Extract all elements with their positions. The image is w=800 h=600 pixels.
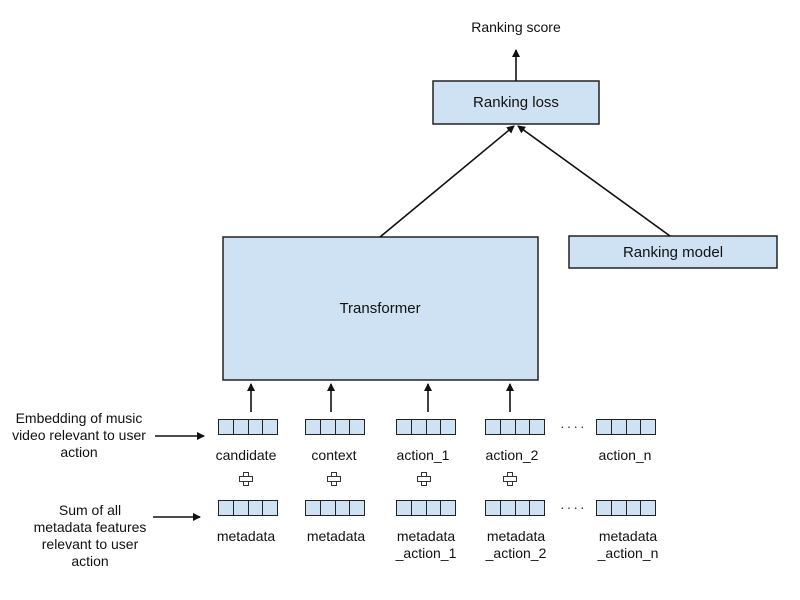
- embedding-label-action-n: action_n: [598, 447, 652, 463]
- embedding-ellipsis: ····: [560, 418, 587, 434]
- metadata-label-context: metadata: [306, 528, 366, 544]
- plus-icon-candidate: [239, 472, 253, 486]
- embedding-label-action-2: action_2: [485, 447, 539, 463]
- plus-icon-action-1: [417, 472, 431, 486]
- ranking-score-label: Ranking score: [471, 19, 561, 35]
- embedding-vector-context: [305, 419, 365, 435]
- ranking-loss-box: [432, 80, 600, 125]
- embedding-side-label: Embedding of music video relevant to use…: [12, 410, 146, 460]
- plus-icon-context: [327, 472, 341, 486]
- arrow-transformer-to-loss: [379, 125, 515, 238]
- embedding-label-candidate: candidate: [215, 447, 277, 463]
- metadata-vector-context: [305, 500, 365, 516]
- metadata-label-candidate: metadata: [216, 528, 276, 544]
- ranking-loss-label: Ranking loss: [473, 94, 559, 111]
- metadata-label-action-n: metadata _action_n: [597, 528, 659, 561]
- embedding-vector-action-2: [485, 419, 545, 435]
- embedding-label-context: context: [311, 447, 357, 463]
- metadata-label-action-2: metadata _action_2: [485, 528, 547, 561]
- ranking-model-box: [568, 235, 778, 269]
- embedding-label-action-1: action_1: [396, 447, 450, 463]
- metadata-vector-action-n: [596, 500, 656, 516]
- embedding-vector-action-n: [596, 419, 656, 435]
- metadata-vector-action-1: [396, 500, 456, 516]
- plus-icon-action-2: [503, 472, 517, 486]
- embedding-vector-action-1: [396, 419, 456, 435]
- transformer-label: Transformer: [339, 300, 421, 317]
- metadata-side-label: Sum of all metadata features relevant to…: [33, 502, 147, 569]
- metadata-label-action-1: metadata _action_1: [395, 528, 457, 561]
- metadata-ellipsis: ····: [560, 499, 587, 515]
- metadata-vector-candidate: [218, 500, 278, 516]
- metadata-vector-action-2: [485, 500, 545, 516]
- embedding-vector-candidate: [218, 419, 278, 435]
- arrow-model-to-loss: [517, 125, 671, 237]
- ranking-model-label: Ranking model: [622, 244, 724, 261]
